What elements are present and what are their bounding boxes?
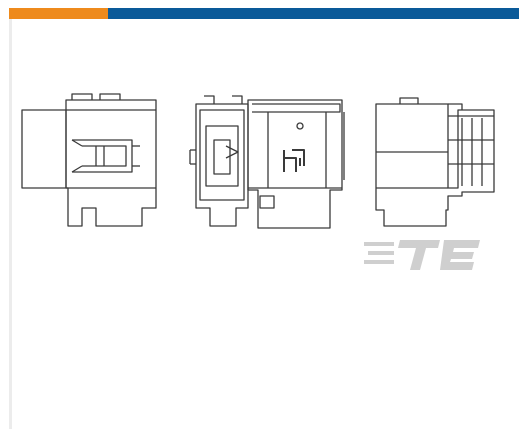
connector-front-view xyxy=(189,95,249,227)
connector-rear-view xyxy=(375,97,495,227)
connector-top-view xyxy=(247,99,345,229)
connector-side-view xyxy=(21,93,157,227)
accent-bar-blue xyxy=(108,8,519,19)
accent-bar-orange xyxy=(9,8,108,19)
te-connectivity-logo-icon: TE xyxy=(364,236,482,277)
left-border-rule xyxy=(9,19,12,429)
